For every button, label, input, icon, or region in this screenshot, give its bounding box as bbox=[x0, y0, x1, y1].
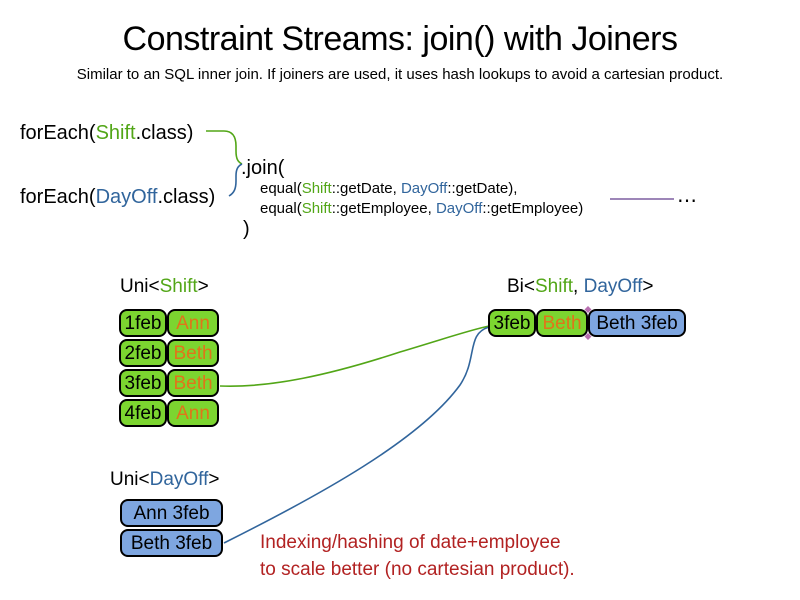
uni-shift-label: Uni<Shift> bbox=[120, 276, 209, 298]
date-cell: 4feb bbox=[119, 399, 167, 427]
table-row: 4feb Ann bbox=[119, 399, 219, 427]
dayoff-cell: Beth 3feb bbox=[120, 529, 223, 557]
code-text: forEach( bbox=[20, 122, 96, 144]
code-foreach-dayoff: forEach(DayOff.class) bbox=[20, 186, 215, 209]
shift-class-token: Shift bbox=[301, 200, 332, 217]
code-text: ::getDate, bbox=[331, 180, 401, 197]
bi-label: Bi<Shift, DayOff> bbox=[507, 276, 653, 298]
shift-row-to-bi-curve bbox=[219, 325, 490, 388]
dayoff-class-token: DayOff bbox=[400, 180, 448, 197]
uni-dayoff-table: Ann 3feb Beth 3feb bbox=[120, 499, 223, 559]
code-text: .class) bbox=[157, 186, 216, 208]
employee-cell: Beth bbox=[167, 369, 219, 397]
shift-class-token: Shift bbox=[95, 122, 136, 144]
date-cell: 3feb bbox=[119, 369, 167, 397]
employee-cell: Beth bbox=[167, 339, 219, 367]
indexing-annotation: Indexing/hashing of date+employee to sca… bbox=[260, 529, 575, 583]
table-row: Ann 3feb bbox=[120, 499, 223, 527]
date-cell: 2feb bbox=[119, 339, 167, 367]
label-text: Uni< bbox=[110, 469, 150, 490]
label-text: > bbox=[208, 469, 220, 490]
code-text: equal( bbox=[260, 180, 302, 197]
label-text: Bi< bbox=[507, 276, 535, 297]
date-cell: 3feb bbox=[488, 309, 536, 337]
slide-title: Constraint Streams: join() with Joiners bbox=[122, 20, 678, 58]
shift-join-bracket-line bbox=[206, 130, 243, 165]
code-text: equal( bbox=[260, 200, 302, 217]
label-text: > bbox=[197, 276, 209, 297]
code-text: ::getEmployee) bbox=[482, 200, 584, 217]
dayoff-cell: Beth 3feb bbox=[588, 309, 686, 337]
bi-result-row: 3feb Beth Beth 3feb bbox=[488, 309, 686, 337]
uni-dayoff-label: Uni<DayOff> bbox=[110, 469, 220, 491]
employee-cell: Ann bbox=[167, 309, 219, 337]
label-text: Uni< bbox=[120, 276, 160, 297]
more-joiners-ellipsis: ⋯ bbox=[677, 190, 698, 212]
label-text: , bbox=[573, 276, 584, 297]
dayoff-class-token: DayOff bbox=[435, 200, 483, 217]
table-row: 3feb Beth bbox=[119, 369, 219, 397]
table-row: 1feb Ann bbox=[119, 309, 219, 337]
shift-class-token: Shift bbox=[159, 276, 198, 297]
code-join-open: .join( bbox=[241, 157, 285, 179]
dayoff-class-token: DayOff bbox=[95, 186, 158, 208]
code-text: ::getDate), bbox=[447, 180, 518, 197]
code-text: .class) bbox=[135, 122, 194, 144]
code-text: ::getEmployee, bbox=[331, 200, 436, 217]
dayoff-cell: Ann 3feb bbox=[120, 499, 223, 527]
code-text: forEach( bbox=[20, 186, 96, 208]
employee-cell: Ann bbox=[167, 399, 219, 427]
dayoff-row-to-bi-curve bbox=[223, 326, 490, 544]
code-joiner-date: equal(Shift::getDate, DayOff::getDate), bbox=[260, 180, 517, 197]
date-cell: 1feb bbox=[119, 309, 167, 337]
shift-class-token: Shift bbox=[535, 276, 574, 297]
annotation-line: Indexing/hashing of date+employee bbox=[260, 532, 561, 553]
code-joiner-employee: equal(Shift::getEmployee, DayOff::getEmp… bbox=[260, 200, 583, 217]
code-foreach-shift: forEach(Shift.class) bbox=[20, 122, 193, 145]
slide-subtitle: Similar to an SQL inner join. If joiners… bbox=[76, 66, 724, 83]
uni-shift-table: 1feb Ann 2feb Beth 3feb Beth 4feb Ann bbox=[119, 309, 219, 429]
label-text: > bbox=[642, 276, 654, 297]
dayoff-class-token: DayOff bbox=[149, 469, 209, 490]
annotation-line: to scale better (no cartesian product). bbox=[260, 559, 575, 580]
dayoff-class-token: DayOff bbox=[583, 276, 643, 297]
table-row: 2feb Beth bbox=[119, 339, 219, 367]
employee-cell: Beth bbox=[536, 309, 588, 337]
code-join-close: ) bbox=[243, 218, 250, 240]
shift-class-token: Shift bbox=[301, 180, 332, 197]
table-row: Beth 3feb bbox=[120, 529, 223, 557]
